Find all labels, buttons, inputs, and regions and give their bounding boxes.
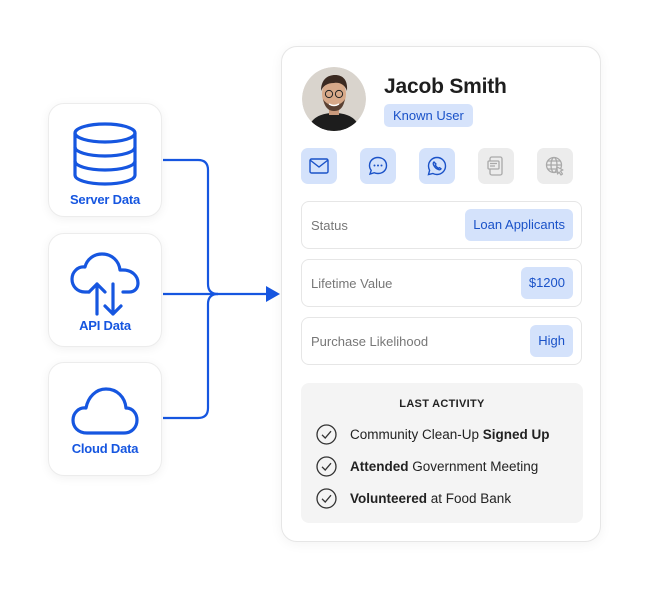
activity-item: Attended Government Meeting xyxy=(316,456,538,477)
source-card-server: Server Data xyxy=(48,103,162,217)
activity-text: Volunteered at Food Bank xyxy=(350,491,512,506)
source-card-api: API Data xyxy=(48,233,162,347)
channel-email[interactable] xyxy=(301,148,337,184)
sms-icon xyxy=(487,156,503,176)
web-icon xyxy=(545,156,564,176)
activity-item: Volunteered at Food Bank xyxy=(316,488,511,509)
email-icon xyxy=(309,158,329,174)
field-status: Status Loan Applicants xyxy=(301,201,582,249)
check-circle-icon xyxy=(316,488,337,509)
activity-text: Community Clean-Up Signed Up xyxy=(350,427,550,442)
field-value: Loan Applicants xyxy=(465,209,573,241)
source-label-cloud: Cloud Data xyxy=(71,441,139,456)
source-label-server: Server Data xyxy=(69,192,141,207)
channel-whatsapp[interactable] xyxy=(419,148,455,184)
database-icon xyxy=(73,122,137,186)
field-lifetime-value: Lifetime Value $1200 xyxy=(301,259,582,307)
field-value: $1200 xyxy=(520,267,573,299)
whatsapp-icon xyxy=(427,156,447,176)
cloud-icon xyxy=(71,387,139,435)
profile-card: Jacob Smith Known User Status Loan Appli… xyxy=(281,46,601,542)
status-badge: Known User xyxy=(384,104,473,127)
connector-cloud xyxy=(163,292,219,420)
field-label: Status xyxy=(311,218,348,233)
source-card-cloud: Cloud Data xyxy=(48,362,162,476)
activity-title: LAST ACTIVITY xyxy=(399,398,485,410)
source-label-api: API Data xyxy=(79,318,131,333)
channel-chat[interactable] xyxy=(360,148,396,184)
cloud-sync-icon xyxy=(70,252,140,316)
activity-item: Community Clean-Up Signed Up xyxy=(316,424,550,445)
check-circle-icon xyxy=(316,456,337,477)
avatar xyxy=(302,67,366,131)
activity-text: Attended Government Meeting xyxy=(350,459,539,474)
channel-web[interactable] xyxy=(537,148,573,184)
channel-sms[interactable] xyxy=(478,148,514,184)
field-value: High xyxy=(530,325,573,357)
check-circle-icon xyxy=(316,424,337,445)
field-label: Purchase Likelihood xyxy=(311,334,429,349)
profile-name: Jacob Smith xyxy=(384,75,507,98)
field-label: Lifetime Value xyxy=(311,276,393,291)
connector-server xyxy=(163,158,219,296)
last-activity-panel: LAST ACTIVITY Community Clean-Up Signed … xyxy=(301,383,583,523)
field-purchase-likelihood: Purchase Likelihood High xyxy=(301,317,582,365)
arrow-head xyxy=(266,286,280,302)
chat-icon xyxy=(368,156,388,176)
